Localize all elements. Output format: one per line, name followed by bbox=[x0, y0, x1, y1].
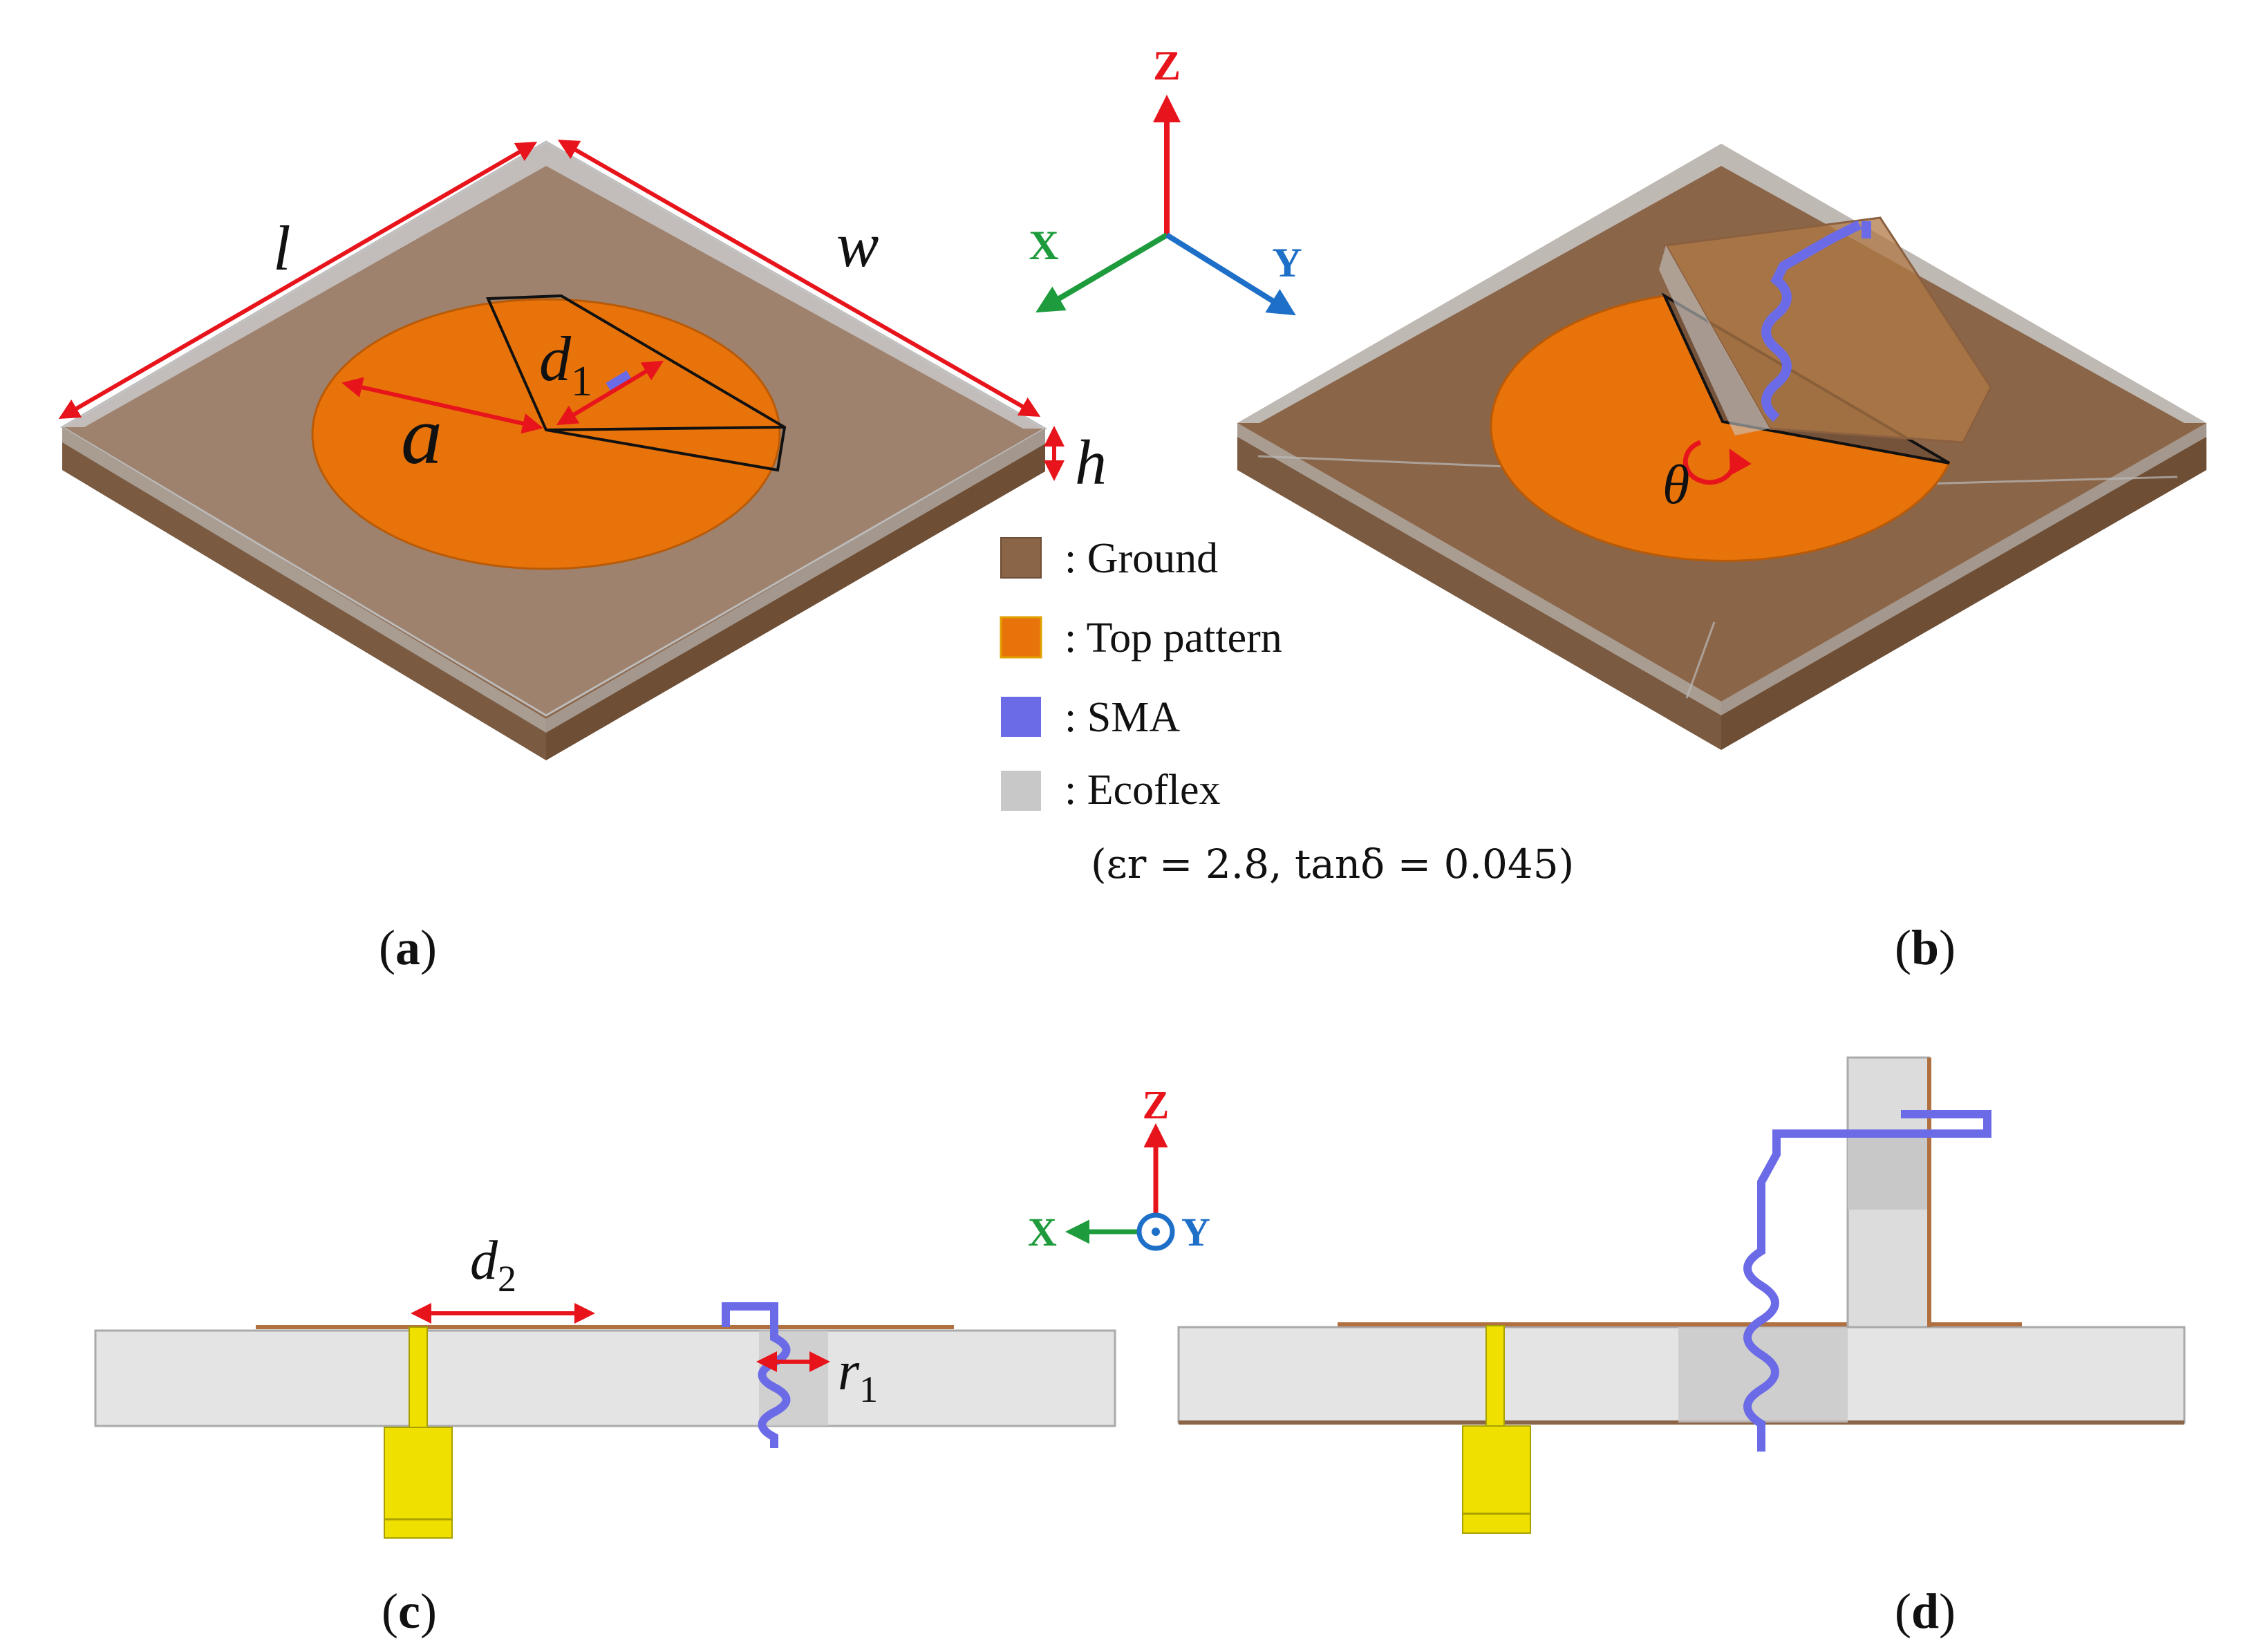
dim-arrow-d1 bbox=[556, 360, 664, 426]
dim-arrow-w bbox=[557, 140, 1041, 417]
sma-region-d bbox=[1678, 1327, 1848, 1423]
dim-arrow-l bbox=[58, 141, 538, 420]
dim-arrow-a bbox=[341, 377, 543, 434]
axes-top: Z X Y bbox=[1029, 43, 1302, 316]
probe-pin-d bbox=[1485, 1325, 1505, 1427]
legend-swatch-ground bbox=[1000, 537, 1042, 579]
vertical-block-band bbox=[1848, 1134, 1929, 1210]
label-l: l bbox=[273, 213, 291, 283]
legend-material-note: (εr = 2.8, tanδ = 0.045) bbox=[1091, 841, 1574, 888]
panel-a: l w h a d1 (a) bbox=[58, 140, 1107, 975]
sma-coil-b bbox=[1761, 220, 1862, 422]
axis-y-out-of-page bbox=[1136, 1212, 1175, 1251]
axis-y-label: Y bbox=[1272, 240, 1302, 285]
slab-left-side-ecoflex-b bbox=[1237, 423, 1721, 715]
legend-swatch-sma bbox=[1001, 697, 1041, 737]
legend-swatch-ecoflex bbox=[1001, 771, 1041, 811]
legend: : Ground : Top pattern : SMA : Ecoflex (… bbox=[1000, 535, 1574, 888]
label-h: h bbox=[1075, 427, 1107, 498]
axis-y-line bbox=[1165, 232, 1296, 316]
sma-coil-d bbox=[1743, 1110, 1991, 1452]
panel-label-d: (d) bbox=[1895, 1584, 1956, 1639]
probe-connector-d bbox=[1462, 1425, 1531, 1534]
axis-x-label-bottom: X bbox=[1028, 1210, 1057, 1255]
probe-pin-c bbox=[409, 1326, 428, 1428]
axis-x-label: X bbox=[1029, 223, 1058, 268]
panel-label-b: (b) bbox=[1895, 920, 1956, 975]
axis-y-label-bottom: Y bbox=[1181, 1210, 1210, 1255]
axis-z-label-bottom: Z bbox=[1143, 1082, 1170, 1127]
panel-label-a: (a) bbox=[379, 920, 437, 975]
top-pattern-disc-b bbox=[1490, 294, 1951, 562]
panel-c: d2 r1 (c) bbox=[94, 1230, 1116, 1639]
axis-y-dot bbox=[1152, 1228, 1160, 1236]
label-r1: r1 bbox=[838, 1341, 878, 1410]
probe-connector-c bbox=[384, 1427, 453, 1539]
slab-left-side-ecoflex bbox=[62, 427, 546, 733]
slab-right-side-ecoflex bbox=[546, 429, 1045, 733]
theta-rotation-arrow bbox=[1682, 440, 1752, 485]
panel-b: θ (b) bbox=[1237, 144, 2206, 975]
legend-label-ground: : Ground bbox=[1065, 535, 1218, 582]
axes-bottom: Z X Y bbox=[1028, 1082, 1210, 1255]
label-d1: d1 bbox=[539, 323, 592, 405]
legend-label-ecoflex: : Ecoflex bbox=[1065, 767, 1221, 814]
label-w: w bbox=[836, 209, 879, 280]
fold-line-2 bbox=[1685, 621, 1716, 699]
ecoflex-substrate-c bbox=[94, 1329, 1116, 1427]
label-theta: θ bbox=[1662, 455, 1689, 516]
sector-edge bbox=[545, 426, 785, 431]
panel-label-c: (c) bbox=[382, 1584, 437, 1639]
slab-right-side-ecoflex-b bbox=[1721, 423, 2206, 715]
panel-d: (d) bbox=[1177, 1056, 2186, 1639]
ecoflex-block bbox=[1664, 216, 1992, 444]
legend-swatch-top-pattern bbox=[1000, 616, 1042, 659]
ecoflex-block-side bbox=[1659, 245, 1770, 435]
axis-z-label: Z bbox=[1153, 43, 1181, 88]
axis-x-line bbox=[1035, 232, 1169, 313]
label-a: a bbox=[401, 389, 442, 481]
label-d2: d2 bbox=[470, 1230, 516, 1299]
legend-label-sma: : SMA bbox=[1065, 694, 1180, 741]
legend-label-top-pattern: : Top pattern bbox=[1065, 614, 1282, 661]
sma-coil-c bbox=[722, 1302, 791, 1448]
